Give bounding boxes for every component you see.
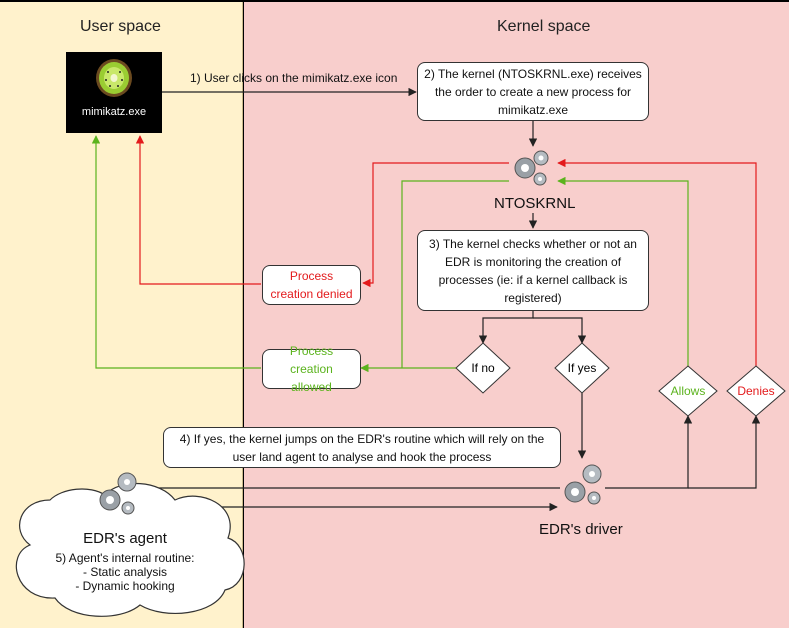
app-name-label: mimikatz.exe: [81, 106, 147, 118]
ntoskrnl-gear-icon: [514, 150, 549, 186]
kernel-space-title: Kernel space: [497, 18, 591, 35]
agent-cloud-shape: [15, 483, 245, 617]
edr-driver-gear-icon: [564, 464, 602, 505]
step1-label: 1) User clicks on the mimikatz.exe icon: [190, 71, 398, 85]
arrow-driver-to-denies: [688, 415, 761, 489]
arrow-ntoskrnl-to-allowed: [401, 180, 509, 368]
arrow-check-to-ifno: [478, 311, 534, 344]
agent-routine-item-static: - Static analysis: [82, 565, 168, 579]
arrow-denies-to-ntoskrnl: [557, 158, 757, 366]
denies-label: Denies: [737, 384, 775, 398]
diamond-denies: [726, 365, 786, 417]
user-space-title: User space: [80, 18, 161, 35]
arrow-denied-to-app: [135, 135, 261, 285]
edr-agent-title: EDR's agent: [83, 530, 167, 547]
diamond-if-no: [455, 342, 511, 394]
edr-driver-label: EDR's driver: [539, 521, 623, 538]
allows-label: Allows: [670, 384, 706, 398]
arrow-check-to-ifyes: [533, 317, 587, 344]
arrow-allows-to-ntoskrnl: [557, 176, 689, 366]
step3-box: 3) The kernel checks whether or not an E…: [417, 230, 649, 311]
arrow-driver-to-allows: [605, 415, 693, 489]
agent-routine-title: 5) Agent's internal routine:: [55, 551, 195, 565]
ntoskrnl-label: NTOSKRNL: [494, 195, 576, 212]
diamond-allows: [658, 365, 718, 417]
diamond-if-yes: [554, 342, 610, 394]
process-denied-box: Process creation denied: [262, 265, 361, 305]
mimikatz-app-icon[interactable]: mimikatz.exe: [66, 52, 162, 133]
if-no-label: If no: [471, 361, 495, 375]
arrow-ntoskrnl-to-denied: [362, 162, 509, 288]
agent-routine-item-dynamic: - Dynamic hooking: [75, 579, 175, 593]
arrow-allowed-to-app: [91, 135, 261, 369]
step2-box: 2) The kernel (NTOSKRNL.exe) receives th…: [417, 62, 649, 121]
step4-box: 4) If yes, the kernel jumps on the EDR's…: [163, 427, 561, 468]
if-yes-label: If yes: [567, 361, 597, 375]
process-allowed-box: Process creation allowed: [262, 344, 361, 394]
kiwi-icon: [96, 59, 132, 97]
edr-agent-gear-icon: [99, 472, 137, 515]
